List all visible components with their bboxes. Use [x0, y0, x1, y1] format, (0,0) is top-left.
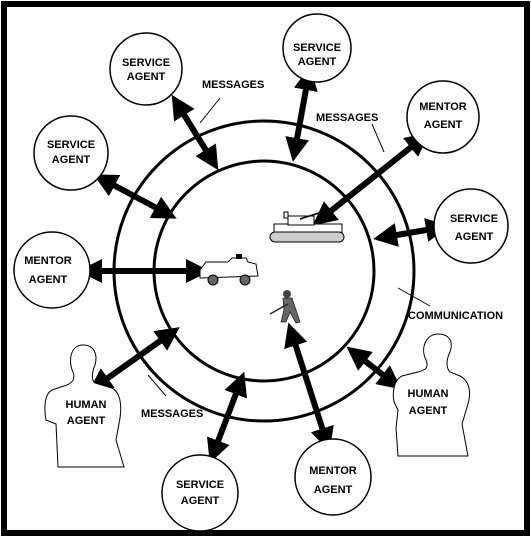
human-label-line2: AGENT — [67, 415, 106, 427]
agent-label-line2: AGENT — [127, 71, 166, 83]
human-label-line1: HUMAN — [408, 388, 449, 400]
human-label-line2: AGENT — [409, 405, 448, 417]
human-agent-left: HUMAN AGENT — [44, 344, 125, 468]
arrow-mentor-3 — [284, 322, 334, 452]
agent-service-2: SERVICE AGENT — [282, 13, 352, 83]
agent-label-line2: AGENT — [455, 231, 494, 243]
humvee-icon — [199, 254, 259, 286]
human-agent-right: HUMAN AGENT — [392, 333, 471, 457]
human-label-line1: HUMAN — [66, 399, 107, 411]
agent-label-line2: AGENT — [181, 495, 220, 507]
communication-leader — [397, 287, 431, 307]
agent-mentor-2: MENTOR AGENT — [13, 231, 91, 309]
agent-label-line2: AGENT — [424, 119, 463, 131]
agent-service-4: SERVICE AGENT — [433, 188, 509, 264]
messages-label-top: MESSAGES — [202, 79, 264, 91]
messages-label-bottom: MESSAGES — [141, 408, 203, 420]
messages-label-right: MESSAGES — [316, 112, 378, 124]
agent-mentor-1: MENTOR AGENT — [406, 80, 480, 154]
arrow-service-5 — [207, 371, 247, 464]
arrow-human-right — [346, 346, 402, 390]
agent-label-line1: MENTOR — [419, 101, 467, 113]
messages-top-leader — [199, 97, 221, 124]
human-silhouette-icon — [392, 333, 471, 457]
agent-label-line2: AGENT — [314, 484, 353, 496]
agent-service-5: SERVICE AGENT — [161, 454, 239, 532]
agent-label-line1: SERVICE — [176, 479, 224, 491]
arrow-service-3 — [93, 174, 177, 219]
arrow-service-2 — [285, 66, 318, 162]
agent-label-line2: AGENT — [52, 154, 91, 166]
agent-label-line1: SERVICE — [47, 139, 95, 151]
agent-label-line2: AGENT — [29, 274, 68, 286]
soldier-icon — [269, 290, 301, 324]
agent-mentor-3: MENTOR AGENT — [294, 438, 372, 516]
agent-label-line1: SERVICE — [293, 42, 341, 54]
communication-label: COMMUNICATION — [408, 310, 503, 322]
tank-icon — [269, 211, 345, 243]
human-silhouette-icon — [44, 344, 125, 468]
agent-label-line2: AGENT — [298, 56, 337, 68]
messages-right-leader — [371, 123, 385, 153]
agent-label-line1: MENTOR — [24, 255, 72, 267]
agent-service-3: SERVICE AGENT — [33, 115, 109, 191]
arrow-human-left — [88, 327, 180, 392]
messages-bottom-leader — [147, 374, 167, 397]
agent-service-1: SERVICE AGENT — [109, 32, 183, 106]
arrow-service-1 — [171, 94, 219, 171]
arrow-service-4 — [373, 218, 450, 247]
arrow-mentor-1 — [312, 132, 430, 226]
agent-label-line1: SERVICE — [450, 213, 498, 225]
agent-label-line1: SERVICE — [122, 57, 170, 69]
agent-label-line1: MENTOR — [309, 465, 357, 477]
